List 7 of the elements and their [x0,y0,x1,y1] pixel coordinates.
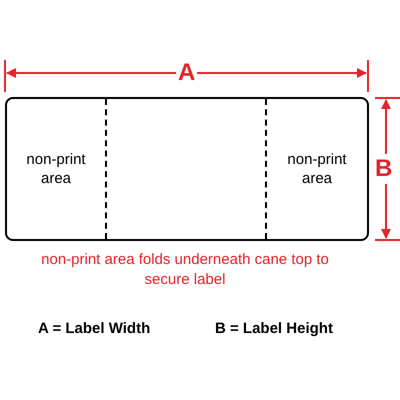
note-text: non-print area folds underneath cane top to secure label [40,250,330,290]
legend-text: B = Label Height [215,319,333,339]
legend-text: A = Label Width [38,319,150,339]
dimension-label: B [375,154,392,184]
panel-text: non-print area [287,150,347,188]
label-outline [5,97,369,241]
panel-text: non-print area [26,150,86,188]
